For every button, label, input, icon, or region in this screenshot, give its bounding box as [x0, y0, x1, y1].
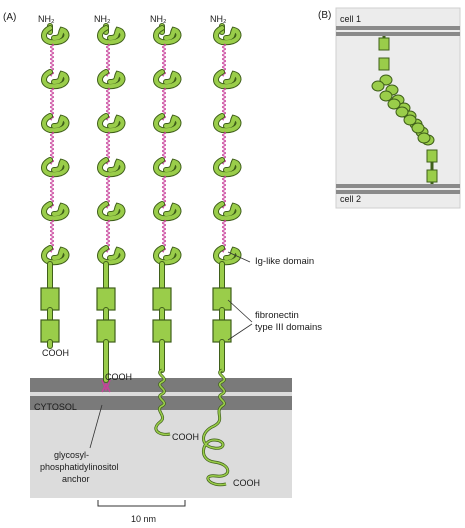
n-terminus-label-3: NH₂: [150, 14, 167, 24]
cell-1-membrane-a: [336, 26, 460, 30]
b-ig-b-7: [418, 133, 430, 143]
b-fn-bottom-2: [427, 170, 437, 182]
b-ig-b-2: [380, 91, 392, 101]
b-fn-bottom-1: [427, 150, 437, 162]
fn-domain-1-1: [41, 288, 59, 310]
ig-like-domain-label: Ig-like domain: [255, 256, 314, 267]
cell-1-membrane-b: [336, 32, 460, 36]
b-ig-b-3: [388, 99, 400, 109]
c-terminus-label-4: COOH: [233, 478, 260, 488]
gpi-label-line2: phosphatidylinositol: [40, 462, 119, 472]
b-ig-b-5: [404, 115, 416, 125]
b-fn-top-2: [379, 58, 389, 70]
cell-2-membrane-a: [336, 184, 460, 188]
c-terminus-label-2: COOH: [105, 372, 132, 382]
b-ig-b-6: [412, 123, 424, 133]
cytosol-label: CYTOSOL: [34, 402, 77, 412]
gpi-label-line1: glycosyl-: [54, 450, 89, 460]
n-terminus-label-2: NH₂: [94, 14, 111, 24]
fn-domain-3-2: [153, 320, 171, 342]
fn-callout-line-2: [228, 324, 252, 340]
n-terminus-label-1: NH₂: [38, 14, 55, 24]
fn-domain-1-2: [41, 320, 59, 342]
c-terminus-label-1: COOH: [42, 348, 69, 358]
gpi-label-line3: anchor: [62, 474, 90, 484]
scale-bar-label: 10 nm: [131, 514, 156, 524]
n-terminus-label-4: NH₂: [210, 14, 227, 24]
panel-b-label: (B): [318, 10, 331, 21]
fn-domain-2-1: [97, 288, 115, 310]
panel-a-label: (A): [3, 12, 16, 23]
fn-domain-3-1: [153, 288, 171, 310]
fn-domain-4-1: [213, 288, 231, 310]
b-fn-top-1: [379, 38, 389, 50]
fn-domain-2-2: [97, 320, 115, 342]
b-ig-b-4: [396, 107, 408, 117]
fn-domain-4-2: [213, 320, 231, 342]
cell-2-label: cell 2: [340, 194, 361, 204]
c-terminus-label-3: COOH: [172, 432, 199, 442]
fibronectin-label-line2: type III domains: [255, 322, 322, 333]
fn-callout-line-1: [228, 300, 252, 322]
b-ig-b-1: [372, 81, 384, 91]
cell-1-label: cell 1: [340, 14, 361, 24]
fibronectin-label-line1: fibronectin: [255, 310, 299, 321]
scale-bar: [98, 500, 185, 506]
